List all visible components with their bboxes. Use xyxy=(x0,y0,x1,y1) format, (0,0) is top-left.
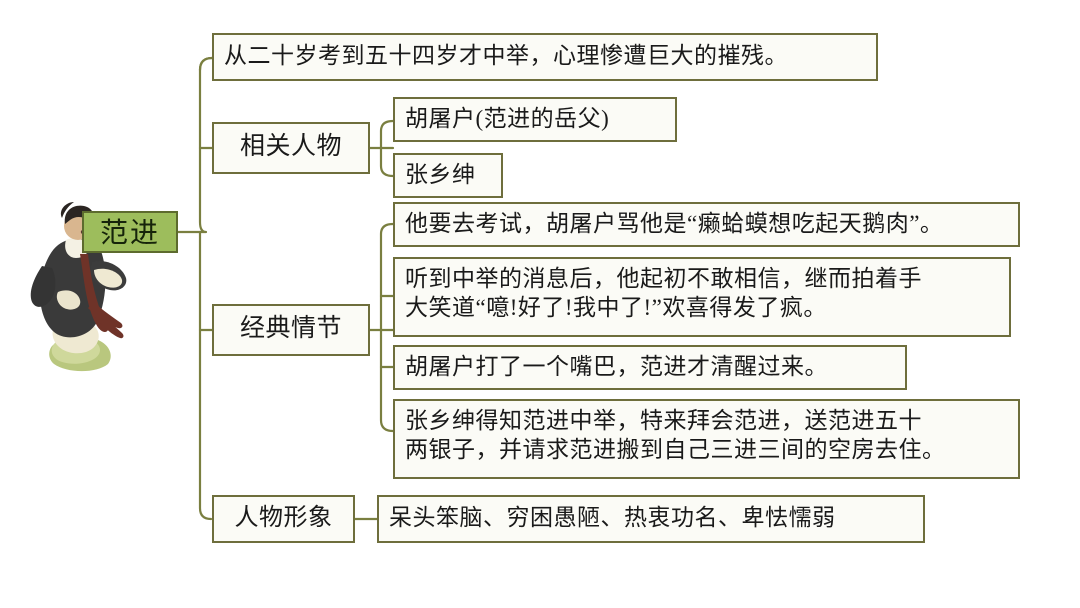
node-hu-tuhu-label: 胡屠户(范进的岳父) xyxy=(405,105,610,131)
branch-related-people[interactable]: 相关人物 xyxy=(212,122,370,174)
root-node-label: 范进 xyxy=(99,217,160,249)
node-plot-4[interactable]: 张乡绅得知范进中举，特来拜会范进，送范进五十 两银子，并请求范进搬到自己三进三间… xyxy=(393,399,1020,479)
node-plot-1-label: 他要去考试，胡屠户骂他是“癞蛤蟆想吃起天鹅肉”。 xyxy=(405,210,944,236)
node-plot-3-label: 胡屠户打了一个嘴巴，范进才清醒过来。 xyxy=(405,353,828,379)
branch-experience-label: 从二十岁考到五十四岁才中举，心理惨遭巨大的摧残。 xyxy=(224,43,788,69)
node-plot-2[interactable]: 听到中举的消息后，他起初不敢相信，继而拍着手 大笑道“噫!好了!我中了!”欢喜得… xyxy=(393,257,1011,337)
node-plot-4-label: 张乡绅得知范进中举，特来拜会范进，送范进五十 两银子，并请求范进搬到自己三进三间… xyxy=(405,408,946,463)
node-hu-tuhu[interactable]: 胡屠户(范进的岳父) xyxy=(393,97,677,142)
node-plot-2-label: 听到中举的消息后，他起初不敢相信，继而拍着手 大笑道“噫!好了!我中了!”欢喜得… xyxy=(405,266,922,321)
branch-related-people-label: 相关人物 xyxy=(239,133,342,160)
node-zhang-xiangshen-label: 张乡绅 xyxy=(405,161,476,187)
node-plot-3[interactable]: 胡屠户打了一个嘴巴，范进才清醒过来。 xyxy=(393,345,907,390)
node-zhang-xiangshen[interactable]: 张乡绅 xyxy=(393,153,503,198)
branch-character-image-label: 人物形象 xyxy=(234,504,333,531)
root-node-fan-jin[interactable]: 范进 xyxy=(82,211,178,253)
node-plot-1[interactable]: 他要去考试，胡屠户骂他是“癞蛤蟆想吃起天鹅肉”。 xyxy=(393,202,1020,247)
branch-classic-plots[interactable]: 经典情节 xyxy=(212,304,370,356)
node-traits-label: 呆头笨脑、穷困愚陋、热衷功名、卑怯懦弱 xyxy=(389,505,836,531)
node-traits[interactable]: 呆头笨脑、穷困愚陋、热衷功名、卑怯懦弱 xyxy=(377,495,925,543)
branch-classic-plots-label: 经典情节 xyxy=(239,315,342,342)
branch-experience[interactable]: 从二十岁考到五十四岁才中举，心理惨遭巨大的摧残。 xyxy=(212,33,878,81)
branch-character-image[interactable]: 人物形象 xyxy=(212,495,355,543)
